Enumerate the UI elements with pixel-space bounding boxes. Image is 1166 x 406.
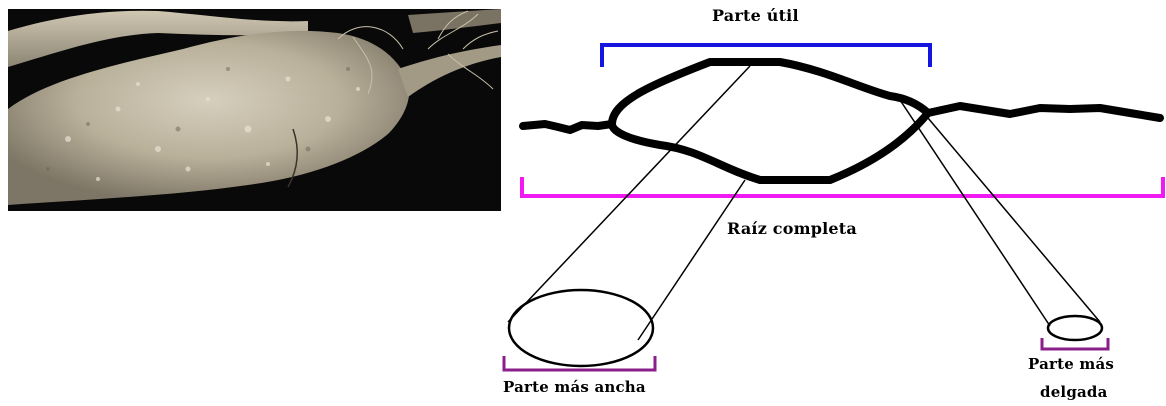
wide-cross-section	[509, 290, 653, 366]
root-left-strand	[523, 124, 612, 130]
widest-part-label: Parte más ancha	[503, 378, 646, 396]
thin-projection-line-top	[900, 100, 1050, 326]
thin-cross-section	[1048, 316, 1102, 340]
thinnest-part-label-line2: delgada	[1040, 383, 1108, 401]
full-root-bracket	[522, 177, 1163, 196]
root-right-strand	[928, 106, 1160, 118]
wide-projection-line-bottom	[638, 180, 745, 340]
thinnest-part-label-line1: Parte más	[1028, 355, 1114, 373]
wide-section-bracket	[504, 356, 655, 370]
full-root-label: Raíz completa	[727, 219, 857, 238]
thin-projection-line-bottom	[928, 118, 1100, 322]
useful-part-label: Parte útil	[712, 6, 799, 25]
